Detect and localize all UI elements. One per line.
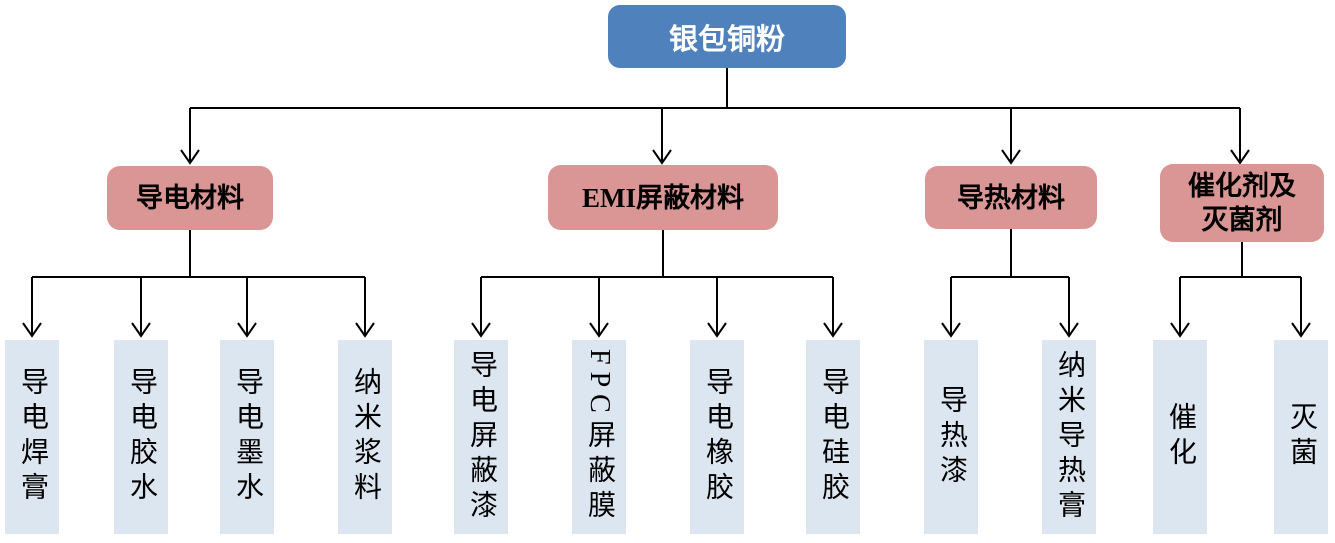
leaf-node-sterilization: 灭菌 [1274, 340, 1328, 534]
leaf-node-nano-thermal-paste: 纳米导热膏 [1042, 340, 1096, 534]
leaf-node-nano-paste: 纳米浆料 [338, 340, 392, 534]
root-node-silver-coated-copper-powder: 银包铜粉 [608, 5, 846, 68]
leaf-node-conductive-shielding-paint: 导电屏蔽漆 [454, 340, 508, 534]
leaf-node-conductive-adhesive: 导电胶水 [114, 340, 168, 534]
category-node-emi-shielding-materials: EMI屏蔽材料 [548, 165, 778, 230]
leaf-node-conductive-solder-paste: 导电焊膏 [5, 340, 59, 534]
category-node-conductive-materials: 导电材料 [107, 166, 273, 230]
level1-connector [180, 68, 1250, 165]
leaf-node-conductive-rubber: 导电橡胶 [690, 340, 744, 534]
leaf-node-conductive-silicone: 导电硅胶 [806, 340, 860, 534]
group4-connector [1170, 242, 1311, 338]
category-node-thermal-materials: 导热材料 [925, 166, 1097, 229]
group3-connector [941, 229, 1079, 338]
leaf-node-fpc-shielding-film: FPC屏蔽膜 [572, 340, 626, 534]
leaf-node-conductive-ink: 导电墨水 [220, 340, 274, 534]
leaf-node-thermal-paint: 导热漆 [924, 340, 978, 534]
group1-connector [22, 230, 375, 338]
category-node-catalyst-and-sterilant: 催化剂及 灭菌剂 [1160, 164, 1324, 242]
group2-connector [471, 230, 843, 338]
leaf-node-catalysis: 催化 [1153, 340, 1207, 534]
